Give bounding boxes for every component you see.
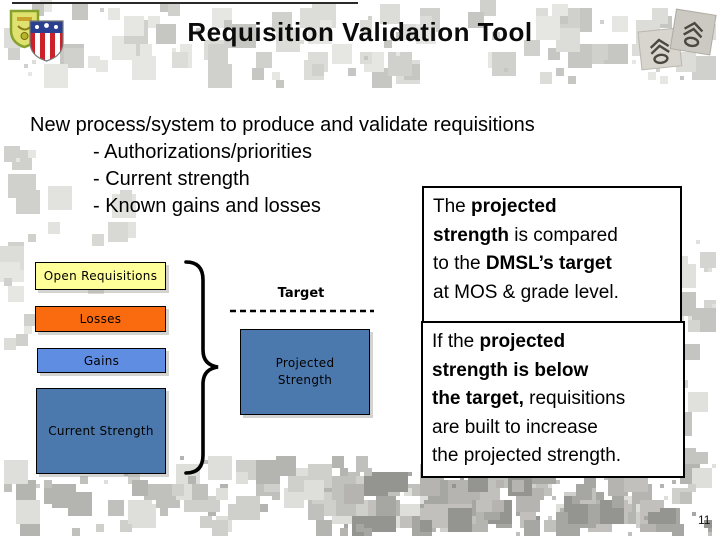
intro-text-block: New process/system to produce and valida… xyxy=(30,112,650,220)
rank-insignia-icon xyxy=(637,8,717,71)
curly-brace-icon xyxy=(184,260,219,475)
callout-line: the target, requisitions xyxy=(432,388,626,409)
callout-line: at MOS & grade level. xyxy=(433,281,619,303)
top-divider-line xyxy=(12,2,358,4)
target-dashed-line xyxy=(230,309,374,313)
callout-below-target: If the projected strength is below the t… xyxy=(421,321,685,478)
gains-box: Gains xyxy=(37,348,166,373)
projected-strength-line2: Strength xyxy=(277,373,333,387)
bullet-gains-losses: - Known gains and losses xyxy=(93,195,321,217)
page-number: 11 xyxy=(698,513,711,527)
callout-line: The projected xyxy=(433,196,557,217)
intro-bullets: - Authorizations/priorities - Current st… xyxy=(93,139,650,220)
intro-heading: New process/system to produce and valida… xyxy=(30,114,535,136)
callout-line: strength is compared xyxy=(433,224,618,246)
open-requisitions-box: Open Requisitions xyxy=(35,262,166,290)
callout-line: to the DMSL’s target xyxy=(433,253,612,274)
projected-strength-box: Projected Strength xyxy=(240,329,370,415)
losses-box: Losses xyxy=(35,306,166,332)
current-strength-box: Current Strength xyxy=(36,388,166,474)
callout-line: If the projected xyxy=(432,331,566,352)
bullet-authorizations: - Authorizations/priorities xyxy=(93,141,312,163)
callout-line: are built to increase xyxy=(432,416,598,438)
callout-line: the projected strength. xyxy=(432,445,622,466)
projected-strength-line1: Projected xyxy=(275,356,335,370)
target-label: Target xyxy=(277,286,325,301)
army-crest-icon xyxy=(9,9,64,62)
callout-line: strength is below xyxy=(432,359,589,381)
bullet-current-strength: - Current strength xyxy=(93,168,250,190)
slide-title: Requisition Validation Tool xyxy=(187,17,533,47)
callout-compare-target: The projected strength is compared to th… xyxy=(422,186,682,324)
